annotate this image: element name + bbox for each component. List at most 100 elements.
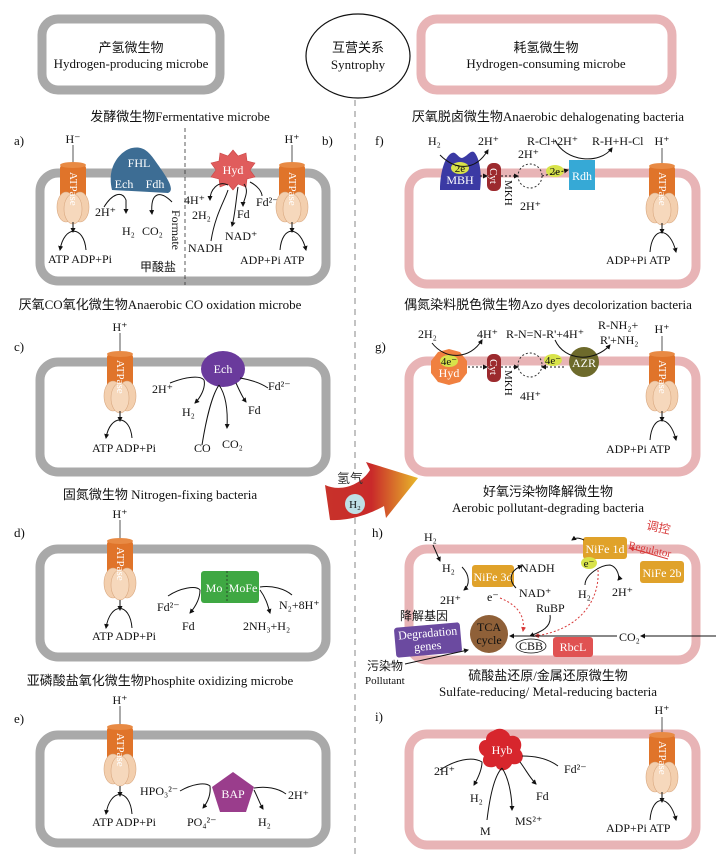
panel-b-item-fd: Fd [237, 207, 250, 221]
ech-label: Ech [115, 177, 134, 191]
panel-c-atpase-label: ATPase [114, 360, 126, 394]
panel-g: 偶氮染料脱色微生物Azo dyes decolorization bacteri… [375, 297, 701, 477]
panel-e-h: H⁺ [113, 693, 128, 707]
panel-c-item-fd: Fd [248, 403, 261, 417]
panel-h-title-en: Aerobic pollutant-degrading bacteria [452, 500, 644, 515]
pollutant-en: Pollutant [365, 675, 405, 687]
producer-title-en: Hydrogen-producing microbe [54, 56, 209, 71]
cbb-ellipse [515, 638, 547, 654]
panel-h: 好氧污染物降解微生物 Aerobic pollutant-degrading b… [365, 484, 716, 687]
mo-label: Mo [206, 581, 223, 595]
h2-bubble-icon [345, 494, 365, 514]
panel-f-item-2h-c: 2H⁺ [520, 199, 541, 213]
panel-a-title: 发酵微生物Fermentative microbe [90, 109, 270, 124]
tca-label-2: cycle [476, 633, 501, 647]
panel-h-item-2h-b: 2H⁺ [612, 585, 633, 599]
panel-a-b: 发酵微生物Fermentative microbe a) b) H⁻ ATPas… [14, 109, 333, 286]
panel-d-label: d) [14, 525, 25, 540]
nife2b-label: NiFe 2b [643, 566, 682, 580]
panel-i-title-en: Sulfate-reducing/ Metal-reducing bacteri… [439, 684, 657, 699]
panel-g-item-2h2: 2H₂ [418, 327, 437, 341]
panel-i-label: i) [375, 709, 383, 724]
panel-f-electron-2: 2e [550, 166, 561, 178]
formate-en: Formate [169, 210, 183, 250]
nife3d-label: NiFe 3d [474, 570, 513, 584]
panel-c-item-h2: H₂ [182, 405, 195, 419]
panel-d-item-fd: Fd [182, 619, 195, 633]
panel-d: 固氮微生物 Nitrogen-fixing bacteria d) H⁺ ATP… [14, 487, 331, 662]
nitrogenase-icon [201, 571, 259, 603]
panel-g-label: g) [375, 339, 386, 354]
panel-f-item-rh: R-H+H-Cl [592, 134, 644, 148]
panel-a-atp: ATP ADP+Pi [48, 252, 113, 266]
panel-c: 厌氧CO氧化微生物Anaerobic CO oxidation microbe … [14, 297, 331, 477]
panel-e-item-2h: 2H⁺ [288, 788, 309, 802]
hyd-enzyme-icon [210, 149, 256, 191]
panel-f-atp: ADP+Pi ATP [606, 253, 671, 267]
mkh-label: MKH [502, 180, 514, 206]
panel-f-atpase-label: ATPase [656, 172, 668, 206]
nife1d-icon [583, 537, 627, 559]
syntrophy-en: Syntrophy [331, 57, 386, 72]
panel-d-item-n2: N₂+8H⁺ [279, 598, 320, 612]
panel-f-h: H⁺ [655, 134, 670, 148]
panel-h-item-co2: CO₂ [619, 630, 640, 644]
deg-genes-zh: 降解基因 [400, 609, 448, 623]
hydrogen-flow-arrow: 氢气 H₂ [325, 462, 418, 521]
hyb-label: Hyb [492, 743, 513, 757]
panel-i: 硫酸盐还原/金属还原微生物 Sulfate-reducing/ Metal-re… [375, 668, 701, 850]
rdh-label: Rdh [572, 169, 592, 183]
panel-e-atpase-label: ATPase [114, 733, 126, 767]
panel-a-membrane [35, 168, 331, 286]
formate-zh: 甲酸盐 [140, 259, 176, 274]
panel-g-item-4h: 4H⁺ [477, 327, 498, 341]
panel-a-item-h2: H₂ [122, 224, 135, 238]
panel-d-atp: ATP ADP+Pi [92, 629, 157, 643]
panel-h-label: h) [372, 525, 383, 540]
arrow-h2-label: H₂ [349, 499, 361, 511]
deg-genes-label-1: Degradation [397, 623, 457, 642]
panel-g-title: 偶氮染料脱色微生物Azo dyes decolorization bacteri… [404, 297, 692, 312]
fhl-label: FHL [128, 156, 151, 170]
panel-e-title: 亚磷酸盐氧化微生物Phosphite oxidizing microbe [27, 673, 294, 688]
cbb-label: CBB [519, 639, 543, 653]
panel-f-title: 厌氧脱卤微生物Anaerobic dehalogenating bacteria [412, 109, 684, 124]
bap-enzyme-icon [212, 772, 254, 812]
syntrophy-ellipse [305, 13, 411, 99]
panel-e-item-po4: PO₄²⁻ [187, 815, 216, 829]
panel-f-electron-1: 2e [455, 163, 466, 175]
panel-b-atp: ADP+Pi ATP [240, 253, 305, 267]
mofe-label: MoFe [229, 581, 258, 595]
panel-d-title: 固氮微生物 Nitrogen-fixing bacteria [63, 487, 257, 502]
panel-g-mkh-label: MKH [502, 370, 514, 396]
panel-i-h: H⁺ [655, 703, 670, 717]
syntrophy-zh: 互营关系 [332, 40, 384, 55]
azr-enzyme-icon [569, 347, 599, 377]
panel-h-title-zh: 好氧污染物降解微生物 [483, 484, 613, 499]
panel-g-electron-1: 4e⁻ [441, 356, 457, 368]
panel-c-item-2h: 2H⁺ [152, 382, 173, 396]
panel-h-item-nadh: NADH [520, 561, 555, 575]
panel-i-item-fd: Fd [536, 789, 549, 803]
panel-e-label: e) [14, 711, 24, 726]
panel-f: 厌氧脱卤微生物Anaerobic dehalogenating bacteria… [375, 109, 701, 289]
azr-label: AZR [572, 356, 596, 370]
panel-b-item-nad: NAD⁺ [225, 229, 257, 243]
panel-g-h: H⁺ [655, 322, 670, 336]
panel-c-item-fd2: Fd²⁻ [268, 379, 291, 393]
panel-g-item-rnh2-b: R'+NH₂ [600, 333, 638, 347]
rbcl-icon [553, 637, 593, 657]
consumer-title-zh: 耗氢微生物 [513, 40, 578, 55]
panel-b-item-4h: 4H⁺ [184, 193, 205, 207]
panel-b-item-2h2: 2H₂ [192, 208, 211, 222]
panel-f-item-2h-b: 2H⁺ [518, 147, 539, 161]
panel-a-atpase-label: ATPase [67, 172, 79, 206]
arrow-label-zh: 氢气 [337, 471, 363, 486]
tca-label-1: TCA [477, 620, 501, 634]
panel-i-item-m: M [480, 824, 491, 838]
panel-b-item-nadh: NADH [188, 241, 223, 255]
panel-f-item-h2: H₂ [428, 134, 441, 148]
panel-g-item-azo: R-N=N-R'+4H⁺ [506, 327, 584, 341]
consumer-header-box [416, 14, 677, 95]
panel-e-atp: ATP ADP+Pi [92, 815, 157, 829]
